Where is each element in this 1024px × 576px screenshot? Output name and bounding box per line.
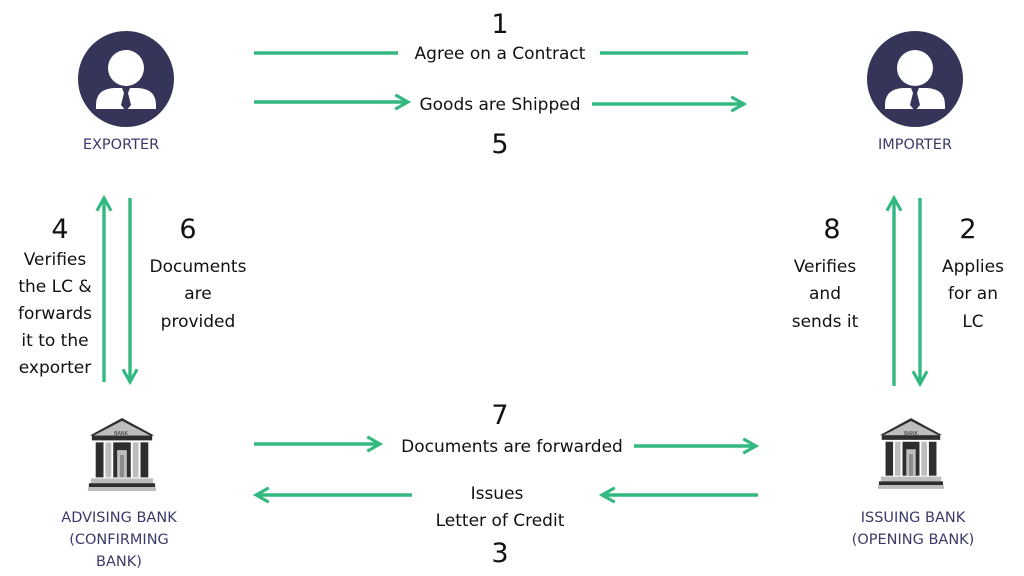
- step-6-line-2: are: [184, 284, 212, 304]
- step-2-line-1: Applies: [942, 257, 1004, 277]
- step-2-line-3: LC: [962, 312, 983, 332]
- step-5-label: Goods are Shipped: [419, 95, 580, 115]
- step-6-number: 6: [179, 214, 196, 245]
- advising-bank-label-line-3: BANK): [96, 554, 142, 570]
- step-1-number: 1: [491, 9, 508, 40]
- step-1-label: Agree on a Contract: [415, 44, 586, 64]
- issuing-bank-label-line-2: (OPENING BANK): [852, 532, 975, 548]
- advising-bank-sign: BANK: [114, 431, 129, 437]
- exporter-person-icon: [78, 31, 174, 127]
- step-4-line-3: forwards: [18, 304, 92, 324]
- step-4-line-5: exporter: [19, 358, 92, 378]
- step-8-line-3: sends it: [792, 312, 859, 332]
- step-8-line-2: and: [809, 284, 841, 304]
- advising-bank-label-line-2: (CONFIRMING: [69, 532, 169, 548]
- step-8-number: 8: [823, 214, 840, 245]
- issuing-bank-icon: [878, 418, 944, 489]
- step-2-number: 2: [959, 214, 976, 245]
- issuing-bank-label-line-1: ISSUING BANK: [861, 510, 966, 526]
- step-3-line-2: Letter of Credit: [436, 511, 565, 531]
- step-2-line-2: for an: [948, 284, 998, 304]
- issuing-bank-sign: BANK: [904, 431, 919, 437]
- step-8-line-1: Verifies: [794, 257, 857, 277]
- advising-bank-label-line-1: ADVISING BANK: [61, 510, 177, 526]
- step-6-line-3: provided: [161, 312, 236, 332]
- step-7-number: 7: [491, 400, 508, 431]
- step-7-label: Documents are forwarded: [401, 437, 623, 457]
- advising-bank-icon: [87, 418, 157, 492]
- importer-label: IMPORTER: [878, 137, 952, 153]
- step-4-line-1: Verifies: [24, 250, 87, 270]
- exporter-label: EXPORTER: [83, 137, 159, 153]
- step-4-number: 4: [51, 214, 68, 245]
- step-4-line-4: it to the: [21, 331, 88, 351]
- step-4-line-2: the LC &: [18, 277, 91, 297]
- step-5-number: 5: [491, 129, 508, 160]
- step-6-line-1: Documents: [150, 257, 247, 277]
- step-3-number: 3: [491, 538, 508, 569]
- importer-person-icon: [867, 31, 963, 127]
- step-3-line-1: Issues: [471, 484, 524, 504]
